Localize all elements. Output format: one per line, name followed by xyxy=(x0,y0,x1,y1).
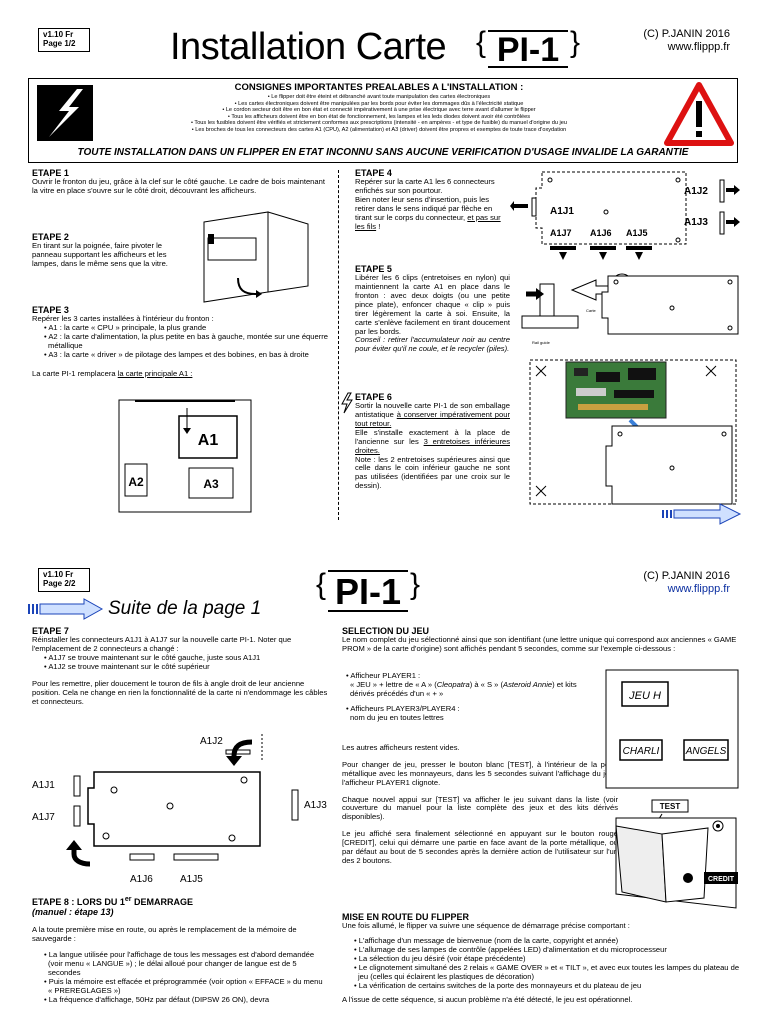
svg-text:A1J5: A1J5 xyxy=(180,874,203,885)
static-warning-icon xyxy=(340,392,354,414)
svg-text:A1J7: A1J7 xyxy=(32,812,55,823)
etape5: ETAPE 5 Libérer les 6 clips (entretoises… xyxy=(355,264,510,354)
warning-lines: • Le flipper doit être éteint et débranc… xyxy=(190,94,568,133)
selection-intro: SELECTION DU JEU Le nom complet du jeu s… xyxy=(342,626,737,654)
copyright-2: (C) P.JANIN 2016 www.flippp.fr xyxy=(600,570,730,596)
continue-arrow-icon xyxy=(28,598,104,620)
panel-pivot-diagram xyxy=(203,211,309,303)
mise-en-route: MISE EN ROUTE DU FLIPPER Une fois allumé… xyxy=(342,912,740,1005)
svg-text:A1J3: A1J3 xyxy=(304,800,327,811)
warning-footer: TOUTE INSTALLATION DANS UN FLIPPER EN ET… xyxy=(77,147,689,158)
etape6: ETAPE 6 Sortir la nouvelle carte PI-1 de… xyxy=(355,392,510,491)
svg-text:A1J5: A1J5 xyxy=(626,228,648,238)
svg-text:A1J2: A1J2 xyxy=(684,186,708,197)
credit-button-label: CREDIT xyxy=(708,876,735,883)
warning-box: CONSIGNES IMPORTANTES PREALABLES A L'INS… xyxy=(28,78,738,163)
pi1-connectors-diagram: A1J2 A1J1 A1J7 A1J3 A1J6 A1J5 xyxy=(32,734,327,885)
svg-text:A1J6: A1J6 xyxy=(130,874,153,885)
page-title: Installation Carte xyxy=(170,26,447,68)
pi1-logo: { PI-1 } xyxy=(476,26,580,69)
coin-door-diagram: TEST CREDIT xyxy=(615,799,738,909)
fronton-boards-diagram: A1 A2 A3 xyxy=(118,399,252,513)
etape8: ETAPE 8 : LORS DU 1er DEMARRAGE (manuel … xyxy=(32,896,323,1004)
display-player3: CHARLI xyxy=(623,746,660,757)
version-box: v1.10 Fr Page 1/2 xyxy=(38,28,90,52)
svg-text:A1J1: A1J1 xyxy=(550,206,574,217)
svg-text:A1J1: A1J1 xyxy=(32,780,55,791)
etape3: ETAPE 3 Repérer les 3 cartes installées … xyxy=(32,305,328,378)
pi1-board-install-diagram xyxy=(529,359,737,505)
warning-triangle-icon xyxy=(664,82,734,146)
a1-connectors-diagram: A1J1 A1J2 A1J3 A1J7 A1J6 A1J5 xyxy=(510,171,740,260)
copyright: (C) P.JANIN 2016 www.flippp.fr xyxy=(643,28,730,54)
svg-text:A1J7: A1J7 xyxy=(550,228,572,238)
clip-removal-diagram: Carte Rail guide xyxy=(521,273,739,345)
display-player4: ANGELS xyxy=(685,746,727,757)
website-link[interactable]: www.flippp.fr xyxy=(667,583,730,596)
next-page-arrow-icon xyxy=(662,503,742,525)
label-a2: A2 xyxy=(128,475,144,489)
svg-text:Carte: Carte xyxy=(586,308,597,313)
display-player1: JEU H xyxy=(628,690,661,702)
warning-heading: CONSIGNES IMPORTANTES PREALABLES A L'INS… xyxy=(234,82,524,93)
label-a3: A3 xyxy=(203,477,219,491)
selection-steps: Les autres afficheurs restent vides. Pou… xyxy=(342,743,618,865)
label-a1: A1 xyxy=(198,432,219,449)
column-divider xyxy=(338,170,339,520)
svg-text:A1J3: A1J3 xyxy=(684,217,708,228)
etape1: ETAPE 1 Ouvrir le fronton du jeu, grâce … xyxy=(32,168,325,196)
suite-title: Suite de la page 1 xyxy=(108,598,262,619)
etape4: ETAPE 4 Repérer sur la carte A1 les 6 co… xyxy=(355,168,501,231)
selection-body: • Afficheur PLAYER1 : « JEU » + lettre d… xyxy=(346,671,577,722)
displays-diagram: JEU H CHARLI ANGELS xyxy=(605,669,739,789)
etape2: ETAPE 2 En tirant sur la poignée, faire … xyxy=(32,232,168,269)
etape7: ETAPE 7 Réinstaller les connecteurs A1J1… xyxy=(32,626,328,706)
test-button-label: TEST xyxy=(660,802,681,811)
svg-text:A1J2: A1J2 xyxy=(200,736,223,747)
pi1-logo-2: { PI-1 } xyxy=(316,568,420,612)
svg-text:A1J6: A1J6 xyxy=(590,228,612,238)
lightning-icon xyxy=(37,85,93,141)
svg-text:Rail guide: Rail guide xyxy=(532,340,551,345)
version-box-2: v1.10 Fr Page 2/2 xyxy=(38,568,90,592)
